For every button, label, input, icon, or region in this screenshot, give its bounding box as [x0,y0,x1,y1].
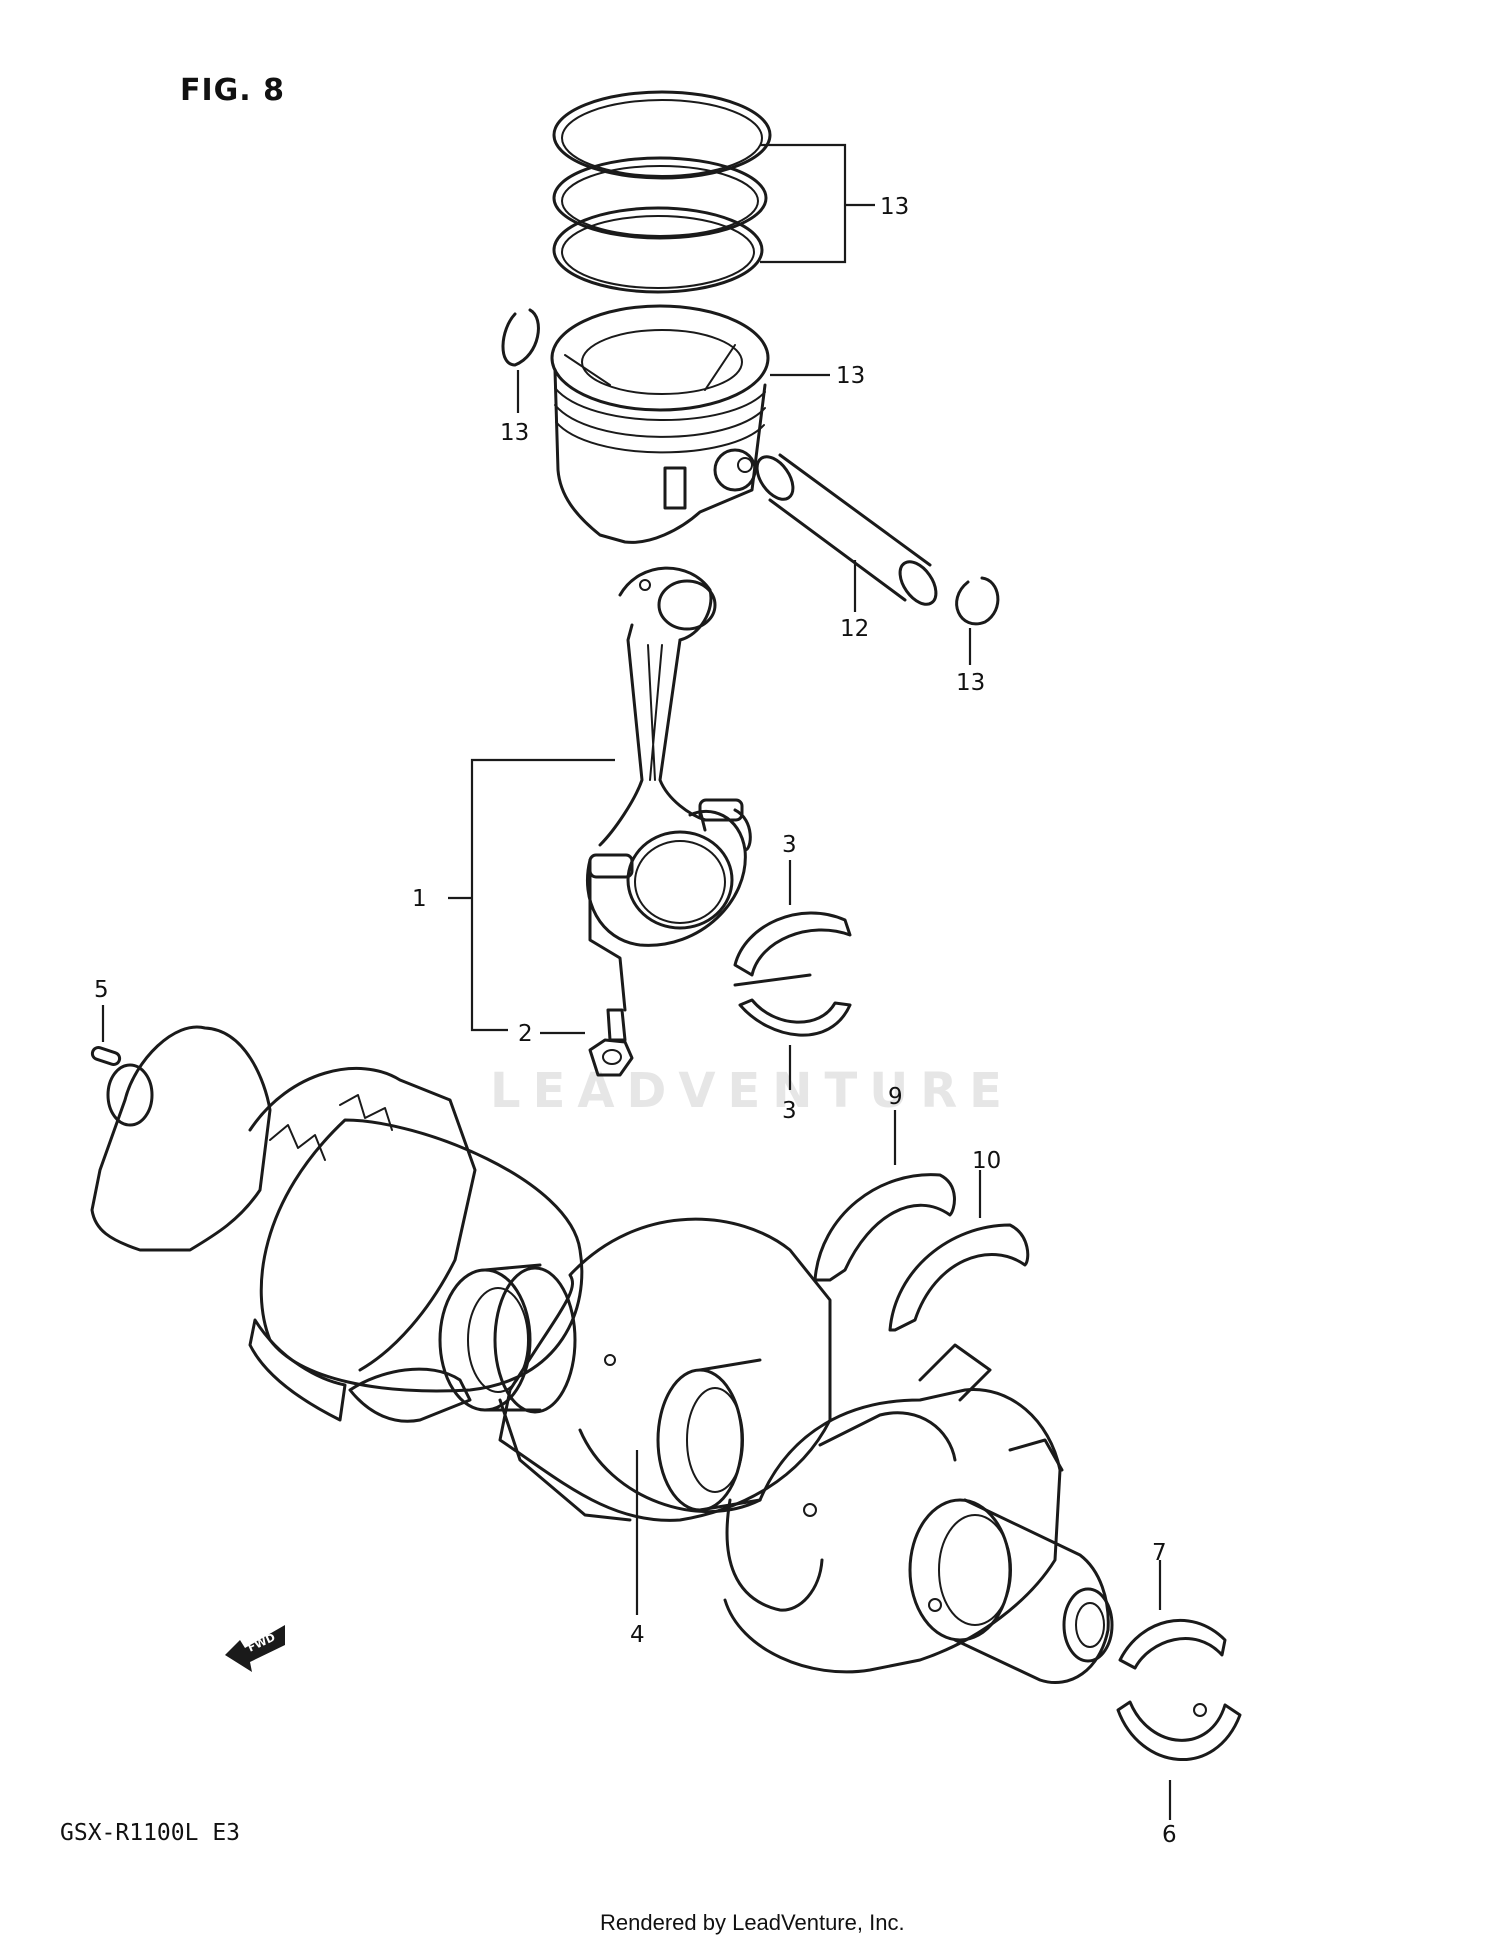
thrust-bearing-icon [813,1173,956,1282]
footer-credit: Rendered by LeadVenture, Inc. [600,1910,905,1935]
circlip-icon [955,576,1000,626]
callout-12: 12 [840,616,869,642]
callout-10: 13 [836,363,865,389]
callout-13: 13 [956,670,985,696]
callout-11: 13 [880,194,909,220]
crankshaft-icon [90,1025,1114,1685]
fwd-arrow-icon: FWD [225,1625,285,1672]
piston-pin-icon [755,453,938,606]
callout-6: 6 [1162,1822,1177,1848]
model-code: GSX-R1100L E3 [60,1820,240,1846]
circlip-icon [501,308,540,367]
callout-13: 13 [500,420,529,446]
callout-8: 9 [888,1084,903,1110]
nut-icon [588,1038,634,1077]
knock-pin-icon [90,1046,122,1066]
callout-5: 5 [94,977,109,1003]
piston-ring-set-icon [552,90,772,294]
main-bearing-icon [1116,1618,1242,1762]
callout-3: 3 [782,1098,797,1124]
thrust-bearing-icon [888,1223,1030,1332]
watermark-text: LEADVENTURE [490,1063,1014,1119]
callout-9: 10 [972,1148,1001,1174]
callout-1: 1 [412,886,427,912]
figure-title: FIG. 8 [180,73,285,108]
callout-3: 3 [782,832,797,858]
callout-2: 2 [518,1021,533,1047]
callout-7: 7 [1152,1540,1167,1566]
bearing-shell-icon [733,911,852,1037]
piston-icon [550,304,770,544]
connecting-rod-icon [585,566,752,1042]
callout-4: 4 [630,1622,645,1648]
